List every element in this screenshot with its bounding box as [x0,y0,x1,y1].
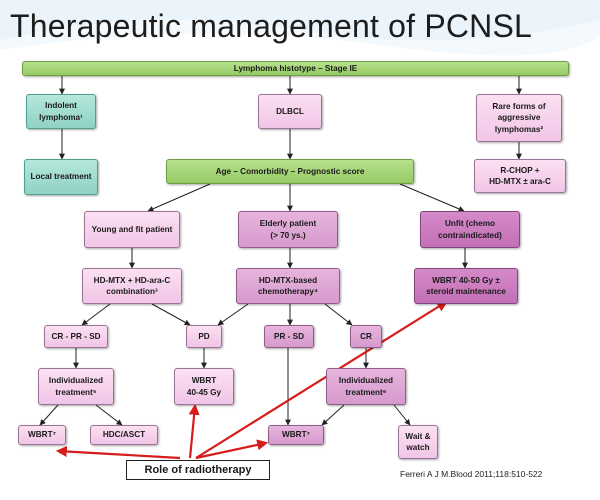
node-cr-pr-sd: CR - PR - SD [44,325,108,348]
node-dlbcl: DLBCL [258,94,322,129]
node-local-treatment: Local treatment [24,159,98,195]
node-hdmtx-arac: HD-MTX + HD-ara-C combination³ [82,268,182,304]
node-wbrt-steroid: WBRT 40-50 Gy ± steroid maintenance [414,268,518,304]
arrow-indiv-wbrtleft [39,404,59,426]
node-individualized-right: Individualized treatment⁶ [326,368,406,405]
node-pd: PD [186,325,222,348]
arrow-indiv-hdc [95,404,123,426]
node-unfit: Unfit (chemo contraindicated) [420,211,520,248]
node-rare-forms: Rare forms of aggressive lymphomas² [476,94,562,142]
node-young-fit: Young and fit patient [84,211,180,248]
node-wait-watch: Wait & watch [398,425,438,459]
node-wbrt-center: WBRT⁷ [268,425,324,445]
red-arrow-to-wbrt-steroid [195,300,448,459]
node-rchop: R-CHOP + HD-MTX ± ara-C [474,159,566,193]
red-arrow-to-wbrt-4045 [188,403,200,459]
arrow-indivright-wait [393,404,411,426]
red-arrow-to-wbrt-center [195,439,269,460]
arrow-hdmtxbased-pd [217,303,249,326]
node-wbrt-left: WBRT⁷ [18,425,66,445]
node-hdc-asct: HDC/ASCT [90,425,158,445]
node-pr-sd: PR - SD [264,325,314,348]
node-cr: CR [350,325,382,348]
arrow-hdmtx-pd [151,303,191,326]
arrow-hdmtx-crprsd [81,303,111,326]
node-age-comorbidity: Age – Comorbidity – Prognostic score [166,159,414,184]
node-indolent-lymphoma: Indolent lymphoma¹ [26,94,96,129]
citation: Ferreri A J M.Blood 2011;118:510-522 [400,469,543,479]
node-histotype: Lymphoma histotype – Stage IE [22,61,569,76]
node-elderly: Elderly patient (> 70 ys.) [238,211,338,248]
header-wave-decoration [0,0,600,56]
role-of-radiotherapy-callout: Role of radiotherapy [126,460,270,480]
node-hdmtx-based: HD-MTX-based chemotherapy⁴ [236,268,340,304]
node-individualized-left: Individualized treatment⁵ [38,368,114,405]
arrow-hdmtxbased-cr [324,303,353,326]
arrow-age-young [147,183,211,212]
arrow-indivright-wbrtcenter [321,404,345,426]
node-wbrt-40-45: WBRT 40-45 Gy [174,368,234,405]
arrow-age-unfit [399,183,465,212]
slide-title: Therapeutic management of PCNSL [10,8,533,44]
red-arrow-to-wbrt-left [55,446,181,460]
